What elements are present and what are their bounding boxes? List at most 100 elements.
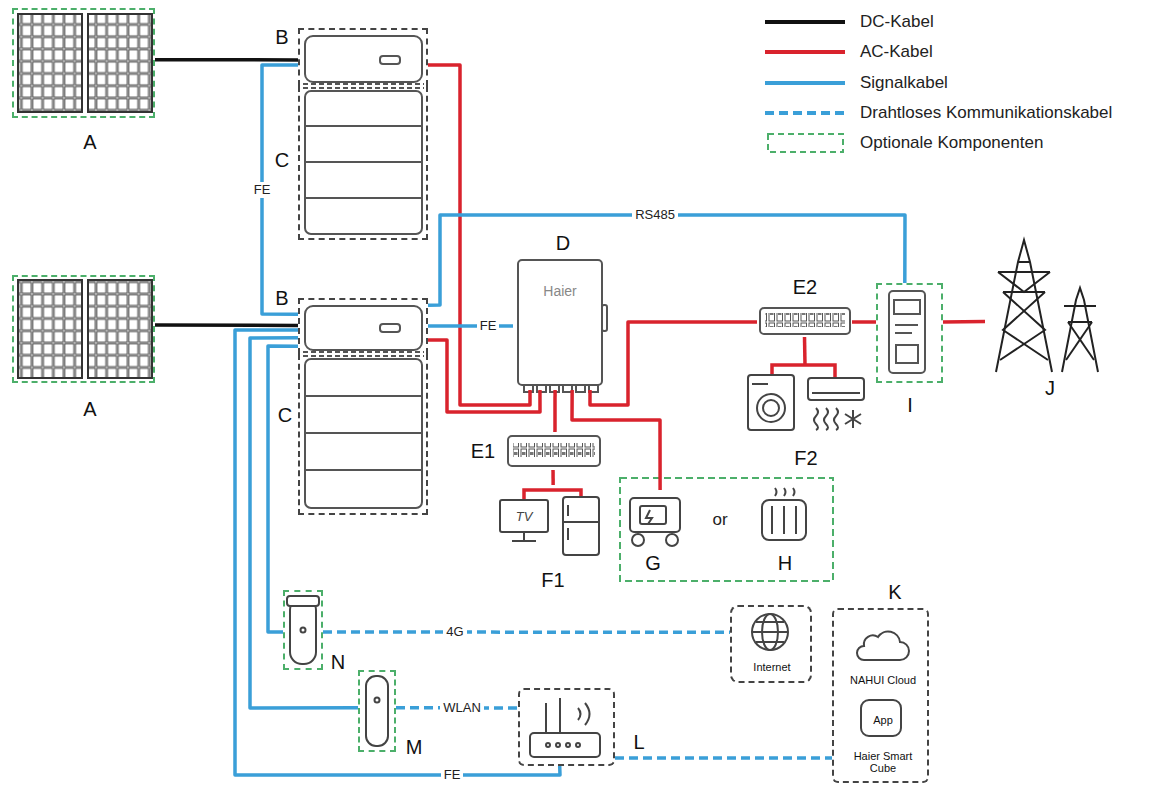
power-pylon xyxy=(1003,292,1048,360)
callout-letter: B xyxy=(275,26,288,48)
dongle xyxy=(290,598,316,664)
callout-letter: E2 xyxy=(793,276,817,298)
wireless-link xyxy=(323,630,730,634)
battery-stack xyxy=(305,469,422,471)
diagram-node: G xyxy=(625,490,690,550)
callout-letter: G xyxy=(645,552,661,574)
battery-stack xyxy=(303,355,424,357)
diagram-node: C xyxy=(298,354,428,515)
dongle xyxy=(375,698,380,703)
power-pylon xyxy=(996,240,1052,372)
diagram-node: NAHUI Cloud xyxy=(842,622,924,692)
node-text: Internet xyxy=(753,661,790,673)
diagram-node: A xyxy=(12,8,155,118)
appliances xyxy=(748,375,864,430)
inverter xyxy=(305,306,422,350)
cable xyxy=(943,320,985,324)
tv-fridge xyxy=(563,521,599,523)
battery-stack xyxy=(305,161,422,163)
diagram-node: E1 xyxy=(505,432,603,470)
load-wiring xyxy=(524,365,835,500)
heater xyxy=(762,500,806,540)
cable xyxy=(428,340,540,412)
legend-samples xyxy=(765,20,845,24)
legend-text: AC-Kabel xyxy=(860,42,933,62)
legend-samples xyxy=(765,111,845,115)
wireless-link xyxy=(615,756,832,760)
distribution-board xyxy=(513,443,595,457)
battery-stack xyxy=(305,359,422,508)
plain-label: TV xyxy=(516,509,533,524)
callout-letter: F1 xyxy=(541,569,564,591)
energy-meter xyxy=(889,291,925,373)
generator xyxy=(666,534,678,546)
legend-samples xyxy=(768,134,843,152)
dongle xyxy=(287,596,319,606)
power-pylon xyxy=(1062,288,1098,372)
cable xyxy=(551,470,555,485)
generator-heater-group xyxy=(620,478,833,581)
diagram-node: AppHaier Smart Cube xyxy=(838,697,928,783)
callout-letter: A xyxy=(83,131,96,153)
cable xyxy=(155,323,298,327)
cable xyxy=(572,390,660,490)
power-pylon xyxy=(1018,261,1030,263)
power-pylon xyxy=(1064,305,1096,307)
backup-box xyxy=(518,260,607,392)
dongle xyxy=(366,676,388,746)
diagram-node: A xyxy=(12,275,155,383)
cable xyxy=(428,215,905,305)
router xyxy=(530,698,600,757)
callout-letter: I xyxy=(907,394,913,416)
tv-fridge xyxy=(523,532,525,540)
tv-fridge xyxy=(512,540,536,542)
cable xyxy=(590,322,757,405)
diagram-node: H xyxy=(758,485,813,545)
legend-text: Optionale Komponenten xyxy=(860,133,1043,153)
power-pylon xyxy=(1068,321,1092,323)
router xyxy=(545,703,547,733)
generator xyxy=(630,498,680,532)
inverter xyxy=(305,36,422,82)
appliances xyxy=(812,392,860,394)
generator xyxy=(632,534,644,546)
callout-letter: M xyxy=(406,736,423,758)
app-icon xyxy=(861,700,901,736)
diagram-node: C xyxy=(298,86,428,240)
appliances xyxy=(808,378,864,400)
diagram-node: B xyxy=(298,28,428,86)
globe-icon xyxy=(752,614,788,650)
power-pylon xyxy=(1068,322,1094,360)
legend-samples xyxy=(765,81,845,85)
router xyxy=(566,743,570,747)
legend-text: Signalkabel xyxy=(860,73,948,93)
distribution-board xyxy=(508,436,600,466)
battery-stack xyxy=(303,83,424,85)
globe-icon xyxy=(752,631,788,633)
legend-samples xyxy=(765,50,845,54)
solar-panel xyxy=(88,14,152,112)
legend-text: Drahtloses Kommunikationskabel xyxy=(860,103,1112,123)
router xyxy=(576,743,580,747)
battery-stack xyxy=(303,84,424,508)
callout-letter: F2 xyxy=(794,447,817,469)
cable xyxy=(235,330,560,775)
diagram-node: L xyxy=(518,688,615,766)
diagram-node: M xyxy=(358,670,396,752)
cloud-icon xyxy=(857,631,909,660)
callout-letter: E1 xyxy=(471,440,495,462)
diagram-node: KNAHUI CloudAppHaier Smart Cube xyxy=(832,608,929,783)
appliances xyxy=(748,375,794,430)
generator xyxy=(630,498,680,546)
solar-panel xyxy=(18,14,152,378)
diagram-node: E2 xyxy=(757,305,852,337)
edge-label: WLAN xyxy=(440,700,484,716)
energy-meter xyxy=(896,345,918,363)
router xyxy=(559,698,561,733)
diagram-node: N xyxy=(283,590,323,670)
battery-stack xyxy=(303,87,424,89)
cable xyxy=(852,320,876,324)
solar-panel xyxy=(88,280,152,378)
diagram-node: B xyxy=(298,298,428,354)
